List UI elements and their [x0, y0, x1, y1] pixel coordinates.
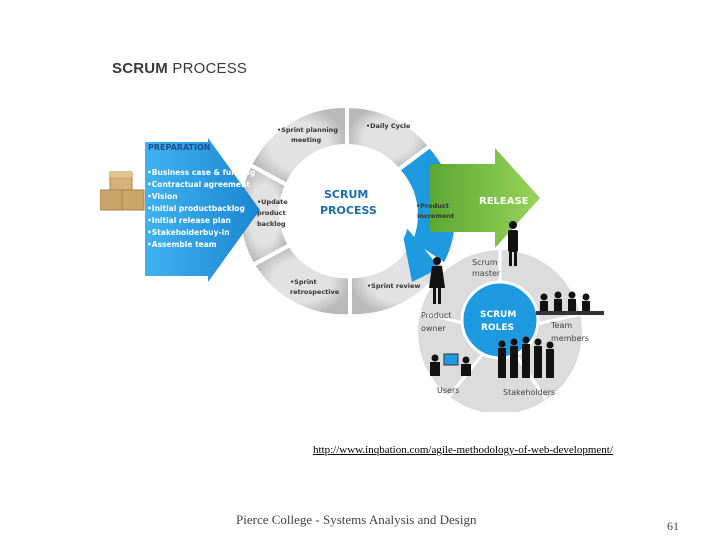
cycle-center-line1: SCRUM — [324, 188, 368, 201]
cycle-center — [284, 148, 410, 274]
roles-center-line2: ROLES — [481, 323, 514, 333]
preparation-item: •Initial release plan — [147, 216, 231, 225]
preparation-item: •Assemble team — [147, 240, 217, 249]
page-number: 61 — [667, 519, 679, 533]
product-increment-label-2: increment — [417, 212, 454, 220]
source-link[interactable]: http://www.inqbation.com/agile-methodolo… — [313, 444, 613, 456]
slide-footer: Pierce College - Systems Analysis and De… — [236, 512, 477, 527]
sprint-retrospective-label-2: retrospective — [290, 288, 340, 296]
sprint-planning-label-1: •Sprint planning — [277, 126, 338, 134]
boxes-icon — [100, 171, 145, 211]
preparation-item: •Business case & funding — [147, 168, 255, 177]
release-label: RELEASE — [479, 196, 529, 207]
product-owner-label-2: owner — [421, 324, 446, 333]
sprint-planning-label-2: meeting — [291, 136, 322, 144]
slide-title: SCRUM PROCESS — [112, 60, 248, 77]
cycle-segments — [236, 103, 459, 319]
roles-center-line1: SCRUM — [480, 310, 516, 320]
sprint-review-label: •Sprint review — [367, 282, 420, 290]
scrum-master-person-icon — [508, 221, 518, 266]
stakeholders-icon — [498, 336, 554, 378]
team-members-icon — [536, 291, 604, 315]
product-increment-arrow — [400, 220, 440, 282]
product-owner-label-1: Product — [421, 311, 451, 320]
preparation-item: •Initial productbacklog — [147, 204, 245, 213]
users-icon — [430, 353, 471, 376]
preparation-item: •Vision — [147, 192, 178, 201]
scrum-master-label-2: master — [472, 269, 501, 278]
scrum-master-label-1: Scrum — [472, 258, 498, 267]
team-members-label-2: members — [551, 334, 589, 343]
daily-cycle-label: •Daily Cycle — [366, 122, 411, 130]
update-label-1: •Update — [257, 198, 288, 206]
scrum-process-diagram: RELEASE PREPARATION •Business case & fun… — [100, 103, 604, 412]
update-label-2: product — [257, 209, 286, 217]
update-label-3: backlog — [257, 220, 286, 228]
preparation-list: •Business case & funding •Contractual ag… — [147, 168, 255, 249]
preparation-item: •Stakeholderbuy-in — [147, 228, 230, 237]
product-increment-label-1: •Product — [416, 202, 449, 210]
preparation-arrow — [145, 138, 260, 282]
cycle-center-line2: PROCESS — [320, 204, 377, 217]
team-members-label-1: Team — [550, 321, 572, 330]
users-label: Users — [437, 386, 459, 395]
product-owner-person-icon — [429, 257, 445, 304]
preparation-heading: PREPARATION — [148, 143, 210, 152]
preparation-item: •Contractual agreement — [147, 180, 250, 189]
stakeholders-label: Stakeholders — [503, 388, 555, 397]
sprint-retrospective-label-1: •Sprint — [290, 278, 317, 286]
